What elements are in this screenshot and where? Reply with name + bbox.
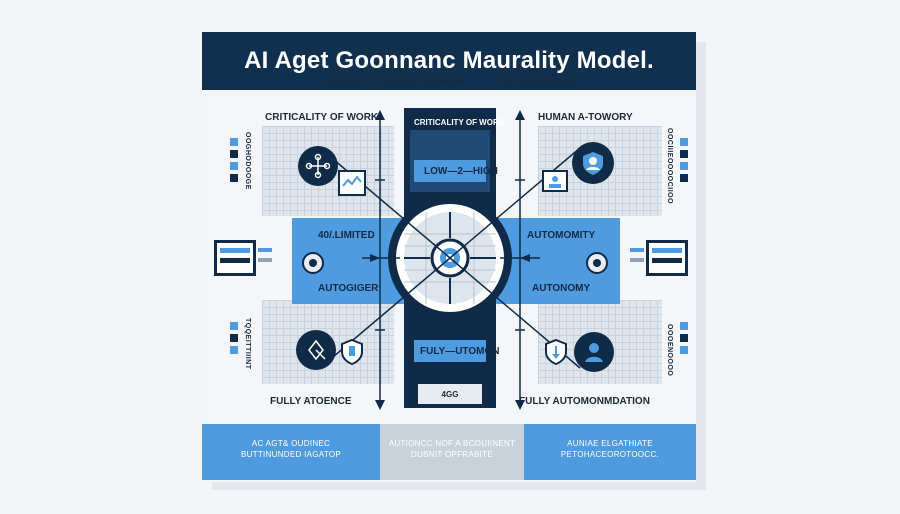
label-fully-right: FULLY AUTOMONMDATION (519, 396, 650, 407)
quadrant-bottom-left (262, 300, 394, 384)
band-label-autonomy: AUTONOMY (532, 283, 591, 294)
left-widget (214, 240, 274, 280)
label-fully-left: FULLY ATOENCE (270, 396, 352, 407)
center-low-high-text: LOW—2—HIGH (424, 166, 498, 177)
band-label-autogiger: AUTOGIGER (318, 283, 379, 294)
side-icons-left (230, 138, 240, 188)
user-card-icon (542, 170, 568, 192)
subtitle-right: by TehnooDigital (501, 76, 575, 87)
side-text-right: OOCIIIEOOOOCIIOO (666, 128, 673, 205)
center-footer-plate: 4GG (418, 384, 482, 404)
footer-right (524, 424, 696, 480)
vertical-arrow-left (375, 110, 385, 410)
center-top-chip (414, 160, 486, 182)
workflow-icon (296, 330, 336, 370)
page-title: AI Aget Goonnanc Maurality Model. (244, 47, 654, 74)
footer-center-line2: DUBNIT OPFRABITE (411, 450, 493, 459)
center-footer-code: 4GG (441, 389, 459, 399)
user-shield-icon (572, 142, 614, 184)
network-icon (298, 146, 338, 186)
shield-chart-icon (338, 170, 366, 196)
footer-center (380, 424, 524, 480)
center-fully-text: FULY—UTOMON (420, 346, 500, 357)
title-bar: AI Aget Goonnanc Maurality Model. (202, 32, 696, 90)
right-widget (630, 240, 690, 280)
footer-left (202, 424, 380, 480)
band-label-limited: 40/.LIMITED (318, 230, 375, 241)
label-human-autonomy: HUMAN A-TOWORY (538, 112, 633, 123)
subtitle-left: A AII A for I business knewede. (330, 76, 467, 87)
footer-center-line1: AUTIONCC NOF A BCOUIINENT (388, 439, 516, 448)
footer-right-line1: AUNIAE ELGATHIATE (567, 439, 653, 448)
person-icon (574, 332, 614, 372)
side-icons-bottom-left (230, 322, 240, 372)
side-text-bottom-left: TQQEITTIIINT (244, 318, 251, 370)
band-label-automomity: AUTOMOMITY (527, 230, 596, 241)
center-top-label: CRITICALITY OF WORK (414, 118, 505, 127)
center-bottom-chip (414, 340, 486, 362)
shield-down-icon (340, 338, 364, 366)
footer-right-line2: PETOHACEOROTOOCC. (560, 450, 660, 459)
side-text-bottom-right: OOOENOOOO (666, 324, 673, 377)
side-icons-bottom-right (680, 322, 690, 372)
band-left-dial-icon (302, 252, 324, 274)
arrow-down-shield-icon (544, 338, 568, 366)
footer-left-line1: AC AGT& OUDINEC (251, 439, 331, 448)
label-criticality-left: CRITICALITY OF WORK (265, 112, 379, 123)
side-icons-right (680, 138, 690, 188)
side-text-left: OOGHODOOGE (244, 132, 251, 190)
band-right-dial-icon (586, 252, 608, 274)
footer-left-line2: BUTTINUNDED IAGATOP (240, 450, 342, 459)
vertical-arrow-right (515, 110, 525, 410)
